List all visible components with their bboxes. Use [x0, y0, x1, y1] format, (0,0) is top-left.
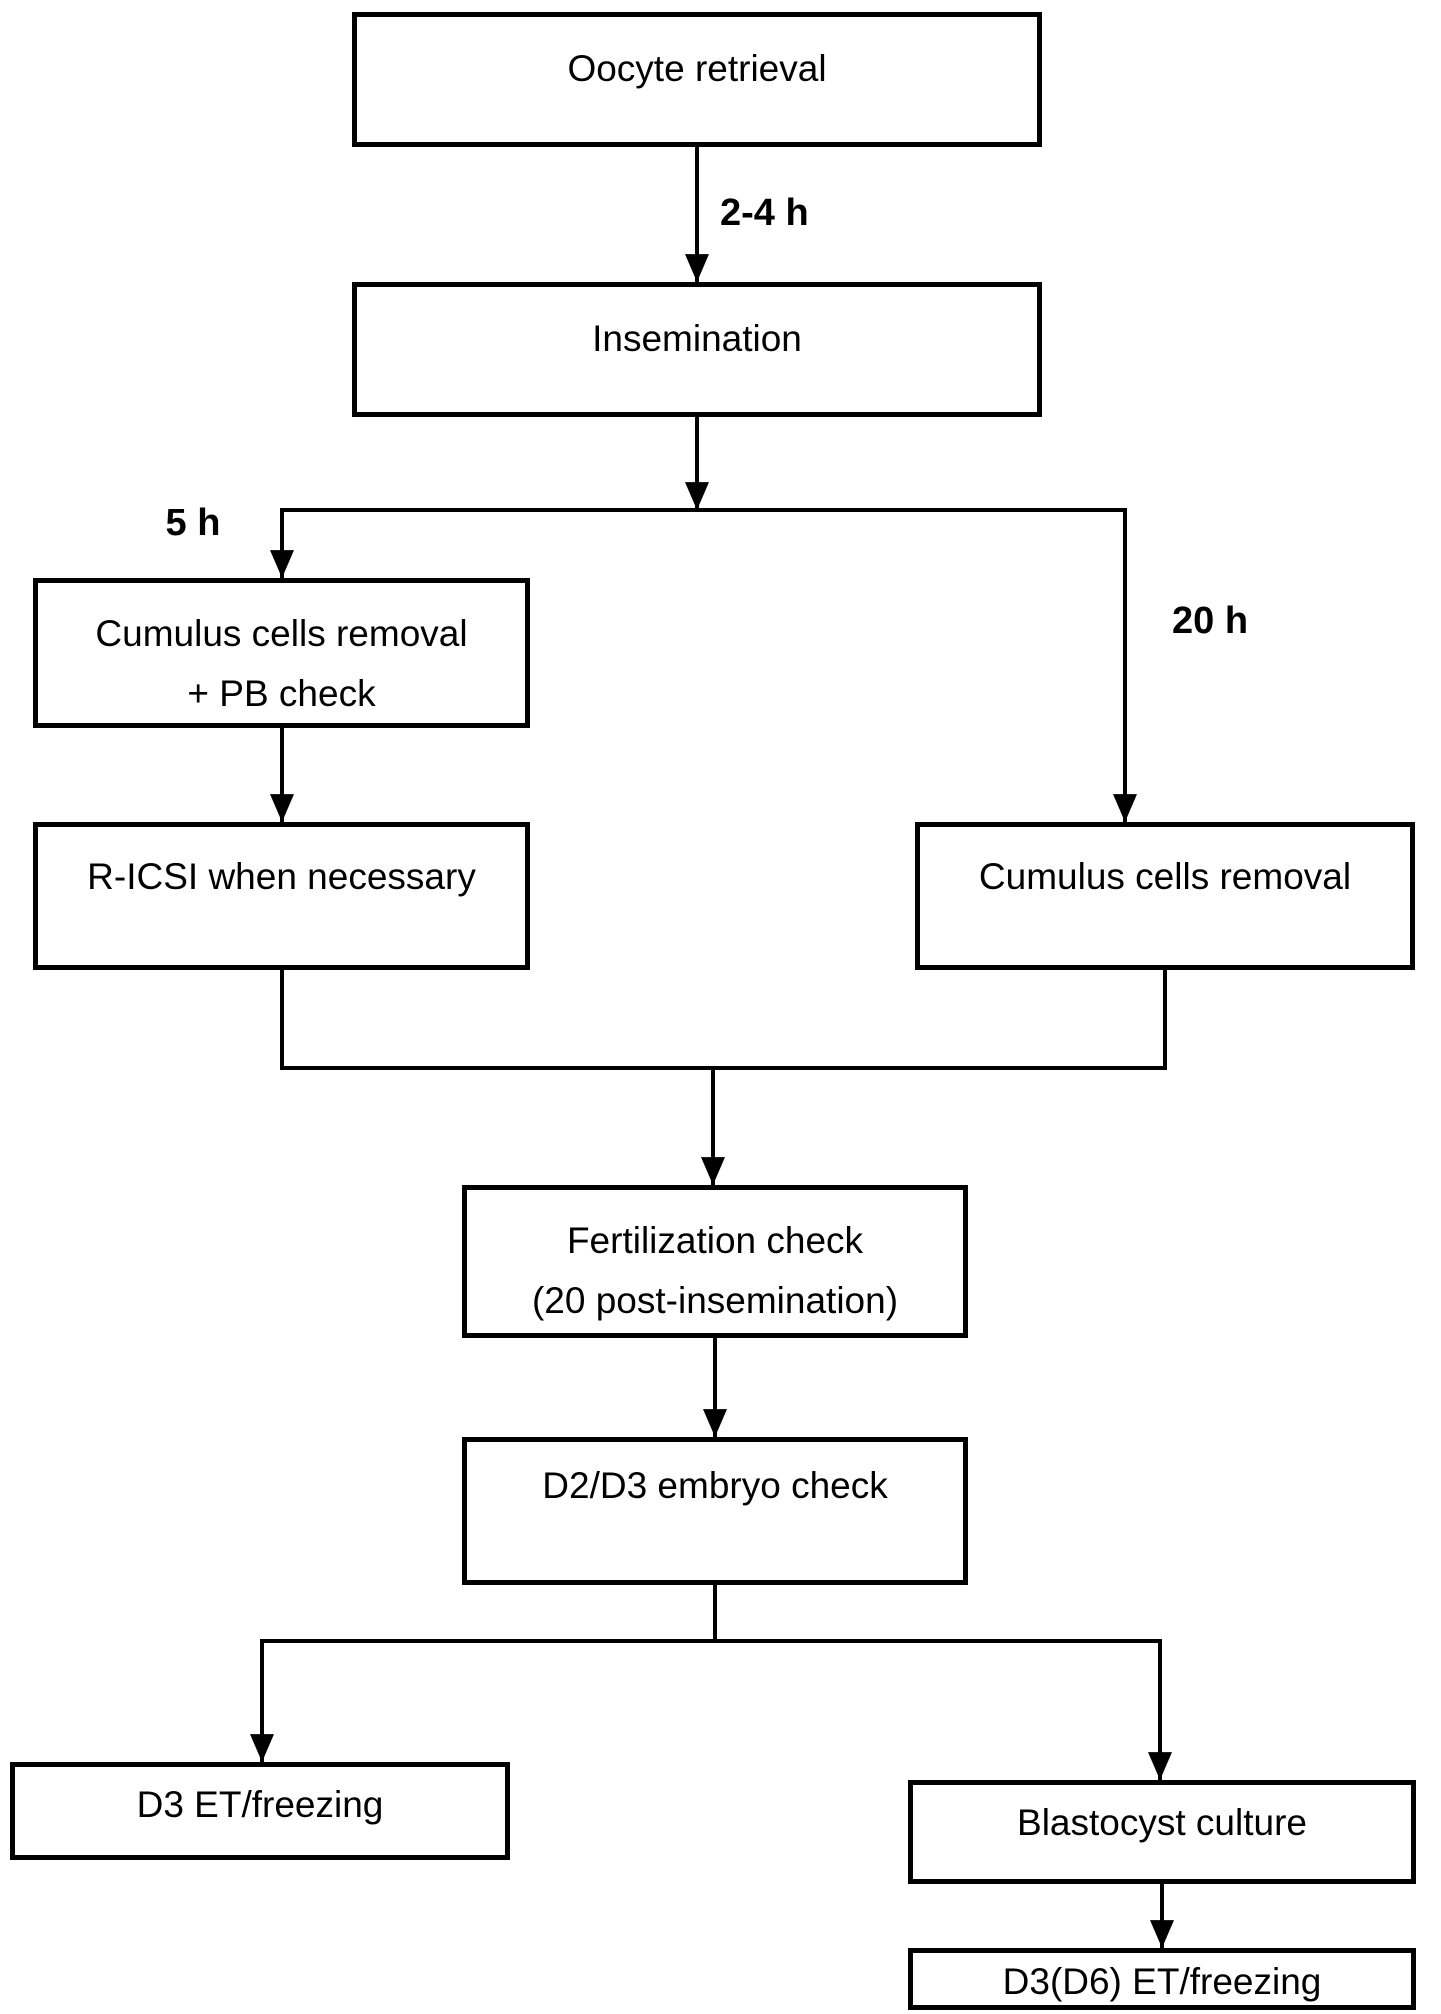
node-ricsi-when-necessary: R-ICSI when necessary [33, 822, 530, 970]
node-label: Insemination [592, 318, 802, 359]
node-oocyte-retrieval: Oocyte retrieval [352, 12, 1042, 147]
node-label: D3(D6) ET/freezing [1002, 1961, 1322, 2002]
node-d2d3-embryo-check: D2/D3 embryo check [462, 1437, 968, 1585]
node-cumulus-cells-removal: Cumulus cells removal [915, 822, 1415, 970]
node-label: R-ICSI when necessary [87, 856, 476, 897]
node-label-line1: Fertilization check [566, 1220, 864, 1261]
node-insemination: Insemination [352, 282, 1042, 417]
node-label: D2/D3 embryo check [542, 1465, 888, 1506]
edge-label-5h: 5 h [165, 502, 221, 544]
node-label-line1: Cumulus cells removal [95, 613, 468, 654]
node-label: Oocyte retrieval [567, 48, 827, 89]
edge-label-2-4h: 2-4 h [720, 192, 809, 234]
node-fertilization-check: Fertilization check (20 post-inseminatio… [462, 1185, 968, 1338]
node-label: Cumulus cells removal [978, 856, 1352, 897]
edge-label-20h: 20 h [1172, 600, 1249, 642]
node-cumulus-removal-pb-check: Cumulus cells removal + PB check [33, 578, 530, 728]
node-label: D3 ET/freezing [136, 1784, 384, 1825]
node-blastocyst-culture: Blastocyst culture [908, 1780, 1416, 1884]
node-label: Blastocyst culture [1017, 1802, 1307, 1843]
node-label-line2: + PB check [187, 673, 376, 714]
node-d3d6-et-freezing: D3(D6) ET/freezing [908, 1948, 1416, 2010]
node-d3-et-freezing: D3 ET/freezing [10, 1762, 510, 1860]
node-label-line2: (20 post-insemination) [531, 1280, 899, 1321]
